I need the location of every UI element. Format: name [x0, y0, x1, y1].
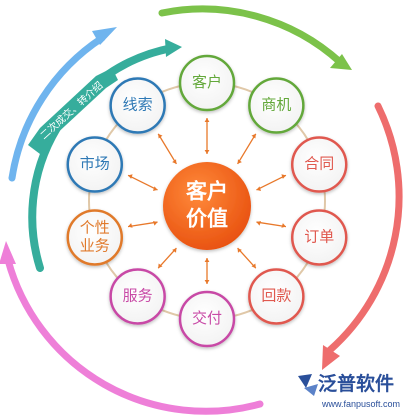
node-label-service: 服务 [123, 287, 153, 304]
center-label-line2: 价值 [186, 207, 228, 231]
node-market: 市场 [66, 136, 124, 193]
spoke-lead [157, 133, 177, 165]
spoke-order [256, 221, 287, 228]
node-circle-customer [178, 54, 236, 112]
teal-arrow-head [165, 39, 182, 57]
blue-arrow-head [92, 27, 117, 45]
spoke-arrowhead-personal-business [128, 223, 133, 228]
node-opportunity: 商机 [248, 77, 305, 134]
node-order: 订单 [290, 209, 348, 266]
center-circle [163, 162, 251, 250]
outer-cycle-arrows [0, 5, 403, 415]
node-circle-order [290, 209, 348, 266]
spoke-arrowhead-service [158, 263, 163, 269]
spoke-arrowhead-order [281, 223, 286, 228]
node-label-order: 订单 [304, 228, 334, 245]
center-label-line1: 客户 [186, 180, 228, 204]
spoke-arrowhead-delivery [204, 280, 210, 284]
spoke-personal-business [127, 221, 158, 228]
spoke-arrowhead-market [152, 186, 158, 191]
node-label-personal-business-2: 业务 [80, 237, 110, 254]
spoke-service [157, 247, 177, 269]
red-arrow-head [322, 345, 340, 370]
spoke-market [127, 174, 158, 191]
spoke-arrowhead-contract [281, 174, 286, 179]
spoke-arrowhead-personal-business [152, 221, 158, 226]
spoke-arrows [127, 118, 287, 284]
logo-mark-icon [298, 374, 318, 396]
node-circle-delivery [178, 290, 236, 348]
green-arrow-head [330, 54, 352, 70]
spoke-arrowhead-market [128, 174, 133, 179]
spoke-arrowhead-lead [158, 133, 163, 139]
node-delivery: 交付 [178, 290, 236, 348]
spoke-arrowhead-opportunity [237, 159, 242, 164]
node-label-delivery: 交付 [192, 309, 222, 327]
node-circle-contract [290, 136, 348, 193]
spoke-contract [256, 174, 287, 191]
node-contract: 合同 [290, 136, 348, 193]
node-circle-personal-business [66, 209, 124, 266]
node-label-opportunity: 商机 [261, 97, 291, 114]
node-circle-opportunity [248, 77, 305, 134]
spoke-arrowhead-customer [204, 118, 210, 122]
pink-cycle-arc [4, 256, 264, 415]
node-payment: 回款 [248, 268, 305, 325]
spoke-opportunity [237, 133, 257, 165]
spoke-arrowhead-service [172, 248, 177, 253]
spoke-arrowhead-lead [172, 159, 177, 164]
node-service: 服务 [109, 268, 166, 325]
node-circle-lead [109, 77, 166, 134]
node-label-lead: 线索 [123, 97, 153, 114]
node-label-contract: 合同 [304, 156, 334, 173]
spoke-arrowhead-order [256, 221, 262, 226]
node-customer: 客户 [178, 54, 236, 112]
logo-url: www.fanpusoft.com [321, 399, 400, 409]
node-circle-payment [248, 268, 305, 325]
spoke-arrowhead-opportunity [251, 133, 256, 139]
spoke-payment [237, 247, 257, 269]
logo-name: 泛普软件 [318, 372, 394, 395]
brand-logo: 泛普软件 www.fanpusoft.com [298, 372, 400, 409]
spoke-arrowhead-contract [256, 186, 262, 191]
spoke-arrowhead-payment [237, 248, 242, 253]
referral-band-shape [28, 68, 118, 154]
node-label-customer: 客户 [192, 74, 222, 91]
node-label-market: 市场 [80, 156, 110, 173]
node-circle-service [109, 268, 166, 325]
spoke-arrowhead-payment [251, 263, 256, 269]
green-cycle-arc [158, 5, 344, 66]
pink-arrow-head [0, 241, 16, 264]
node-circle-market [66, 136, 124, 193]
center-node: 客户 价值 [163, 162, 251, 250]
blue-cycle-arc [8, 34, 106, 182]
spoke-arrowhead-customer [204, 150, 210, 154]
node-label-payment: 回款 [261, 287, 291, 304]
red-cycle-arc [326, 102, 403, 354]
node-label-personal-business-1: 个性 [80, 219, 110, 236]
node-lead: 线索 [109, 77, 166, 134]
spoke-arrowhead-delivery [204, 258, 210, 262]
